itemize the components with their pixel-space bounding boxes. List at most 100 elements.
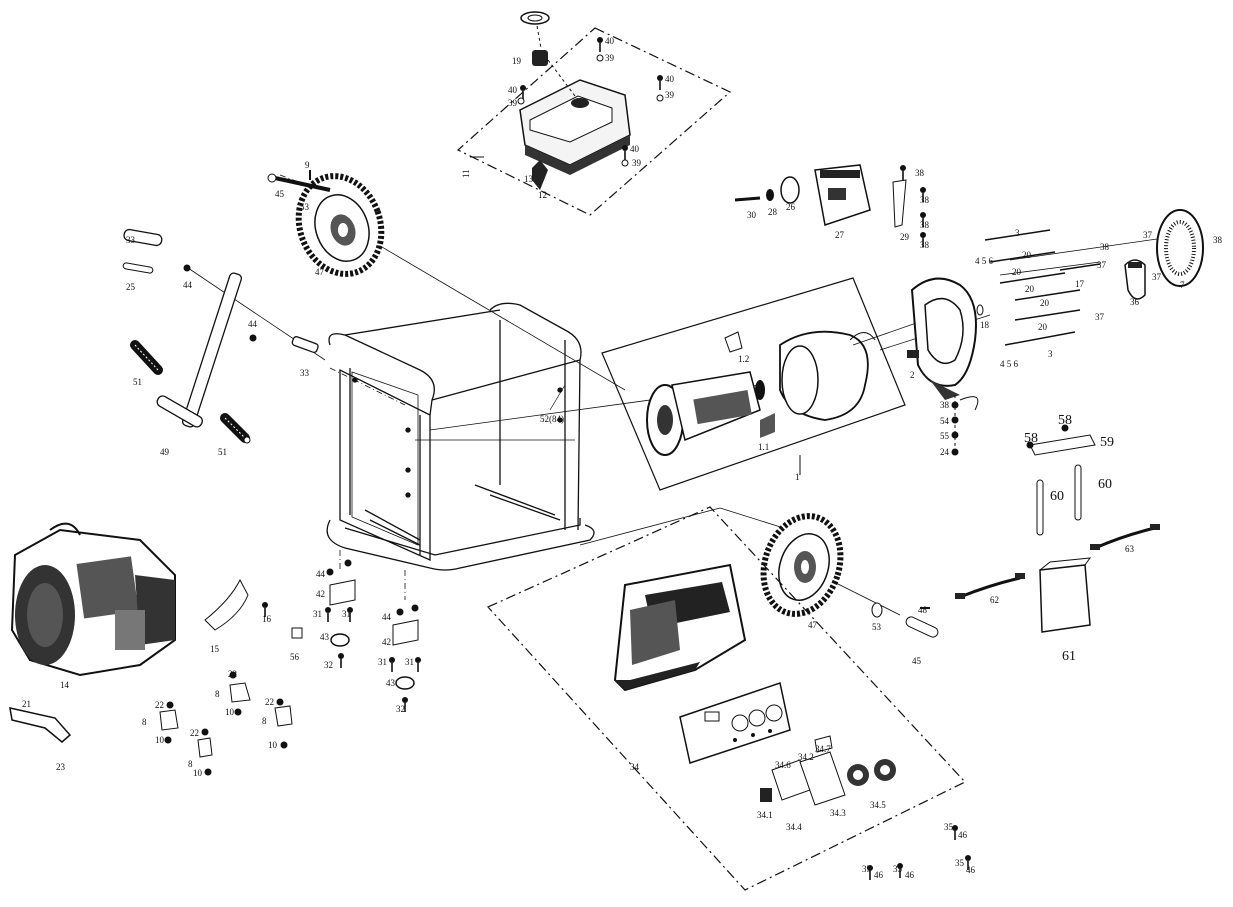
label-17: 17 [1075,279,1085,289]
label-38: 38 [915,168,925,178]
label-51: 51 [133,377,142,387]
label-15: 15 [210,644,220,654]
label-32b: 32 [396,704,405,714]
label-37c: 37 [1143,230,1153,240]
label-20e: 20 [1038,322,1048,332]
breaker-bracket-group [734,164,927,248]
wheel-right [760,513,939,638]
label-55: 55 [940,431,950,441]
rear-cover [1124,209,1204,300]
heat-shield [204,578,303,639]
label-20c: 20 [1025,284,1035,294]
label-14: 14 [60,680,70,690]
label-38f: 38 [1213,235,1223,245]
label-42b: 42 [382,637,391,647]
label-16: 16 [262,614,272,624]
label-45: 45 [275,189,285,199]
label-8d: 8 [188,759,193,769]
label-37d: 37 [1152,272,1162,282]
label-62: 62 [990,595,999,605]
label-1: 1 [795,472,800,482]
label-31c: 31 [378,657,387,667]
label-19: 19 [512,56,522,66]
label-34-3: 34.3 [830,808,846,818]
label-59: 59 [1100,435,1114,450]
label-34-6: 34.6 [775,760,791,770]
label-31b: 31 [342,609,351,619]
label-22c: 22 [265,697,274,707]
engine-mounts [159,559,422,776]
label-54: 54 [940,416,950,426]
label-58b: 58 [1024,431,1038,446]
label-10: 10 [225,707,235,717]
label-26: 26 [786,202,796,212]
label-10c: 10 [268,740,278,750]
label-31: 31 [313,609,322,619]
end-housing [907,277,984,456]
label-40c: 40 [508,85,518,95]
label-20d: 20 [1040,298,1050,308]
control-panel-group [487,506,972,891]
label-30: 30 [747,210,757,220]
label-22d: 22 [190,728,199,738]
label-46: 46 [958,830,968,840]
label-52: 52(84) [540,414,564,424]
label-8b: 8 [142,717,147,727]
label-48: 48 [918,605,928,615]
label-34-1: 34.1 [757,810,773,820]
label-28: 28 [768,207,778,217]
label-39b: 39 [665,90,675,100]
label-35c: 35 [893,864,903,874]
label-58: 58 [1058,413,1072,428]
label-20b: 20 [1012,267,1022,277]
label-3: 3 [1015,228,1020,238]
label-49: 49 [160,447,170,457]
label-27: 27 [835,230,845,240]
label-20: 20 [1022,250,1032,260]
label-37: 37 [1097,260,1107,270]
label-25: 25 [126,282,136,292]
label-44d: 44 [382,612,392,622]
label-34-5: 34.5 [870,800,886,810]
label-47b: 47 [808,620,818,630]
label-34-7: 34.7 [815,744,831,754]
label-40d: 40 [630,144,640,154]
label-38e: 38 [1100,242,1110,252]
label-35: 35 [944,822,954,832]
label-34: 34 [630,762,640,772]
label-10d: 10 [193,768,203,778]
engine [9,522,176,743]
label-7: 7 [1180,280,1185,290]
label-13: 13 [524,174,534,184]
label-47: 47 [315,267,325,277]
label-63: 63 [1125,544,1135,554]
label-44b: 44 [248,319,258,329]
label-46c: 46 [905,870,915,880]
label-39: 39 [605,53,615,63]
label-43: 43 [320,632,330,642]
label-23: 23 [56,762,66,772]
label-44c: 44 [316,569,326,579]
label-35d: 35 [955,858,965,868]
label-43b: 43 [386,678,396,688]
label-51b: 51 [218,447,227,457]
label-32: 32 [324,660,333,670]
label-31d: 31 [405,657,414,667]
label-53b: 53 [872,622,882,632]
label-21: 21 [22,699,31,709]
label-11: 11 [461,169,471,178]
label-8c: 8 [262,716,267,726]
long-bolts [984,229,1101,346]
label-35b: 35 [862,864,872,874]
label-12: 12 [538,190,547,200]
label-8: 8 [215,689,220,699]
label-1-1: 1.1 [758,442,769,452]
label-36: 36 [1130,297,1140,307]
generator-frame [326,302,595,571]
label-39d: 39 [632,158,642,168]
label-456b: 4 5 6 [1000,359,1019,369]
label-38b: 38 [920,195,930,205]
label-40: 40 [605,36,615,46]
label-34-2: 34.2 [798,752,814,762]
